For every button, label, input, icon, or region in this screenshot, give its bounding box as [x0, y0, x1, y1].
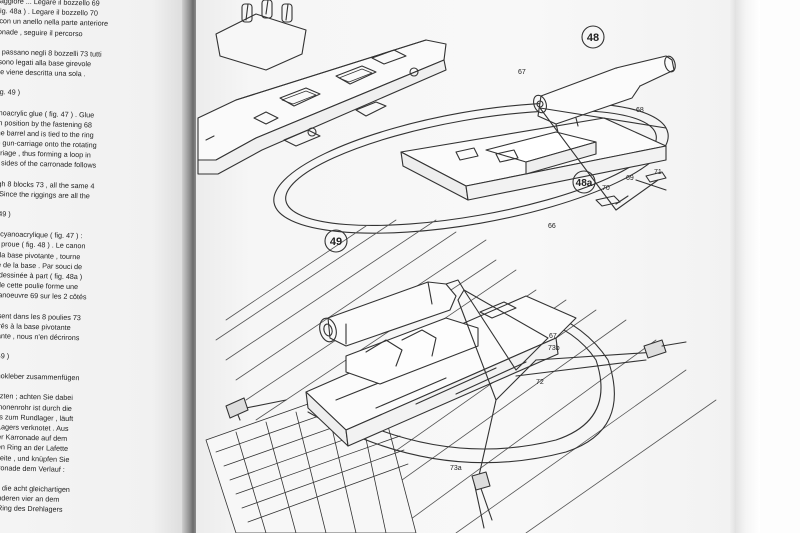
- callout-66: 66: [548, 223, 556, 230]
- fig-49-carronade: [225, 279, 687, 529]
- left-page: maggiore ... Legare il bozzello 69( fig.…: [0, 0, 190, 533]
- callout-67-bottom: 67: [549, 333, 557, 340]
- fig-48a-badge: [572, 170, 596, 194]
- fig-48-badge: [581, 25, 605, 49]
- callout-73a: 73a: [450, 465, 462, 472]
- right-page-edge: [736, 0, 760, 533]
- fig-49-badge: [324, 229, 348, 253]
- fig-49-label: 49: [330, 236, 342, 248]
- fig-48-carronade: [273, 55, 676, 234]
- fig-48-label: 48: [587, 32, 599, 44]
- callout-70: 70: [602, 185, 610, 192]
- callout-71: 71: [654, 169, 662, 176]
- callout-68: 68: [636, 107, 644, 114]
- deck-beam-assembly: [197, 0, 447, 175]
- right-page-edge-shadow: [730, 0, 738, 533]
- fig-48a-label: 48a: [576, 178, 593, 189]
- left-page-text: maggiore ... Legare il bozzello 69( fig.…: [0, 0, 180, 528]
- callout-72: 72: [536, 379, 544, 386]
- callout-73b: 73b: [548, 345, 560, 352]
- callout-67-top: 67: [518, 69, 526, 76]
- assembly-drawing: 48 49 48a 67 68 69 70 71 66 67 73b 72 73…: [197, 0, 717, 533]
- callout-69: 69: [626, 175, 634, 182]
- fig-49-ring: [307, 309, 615, 464]
